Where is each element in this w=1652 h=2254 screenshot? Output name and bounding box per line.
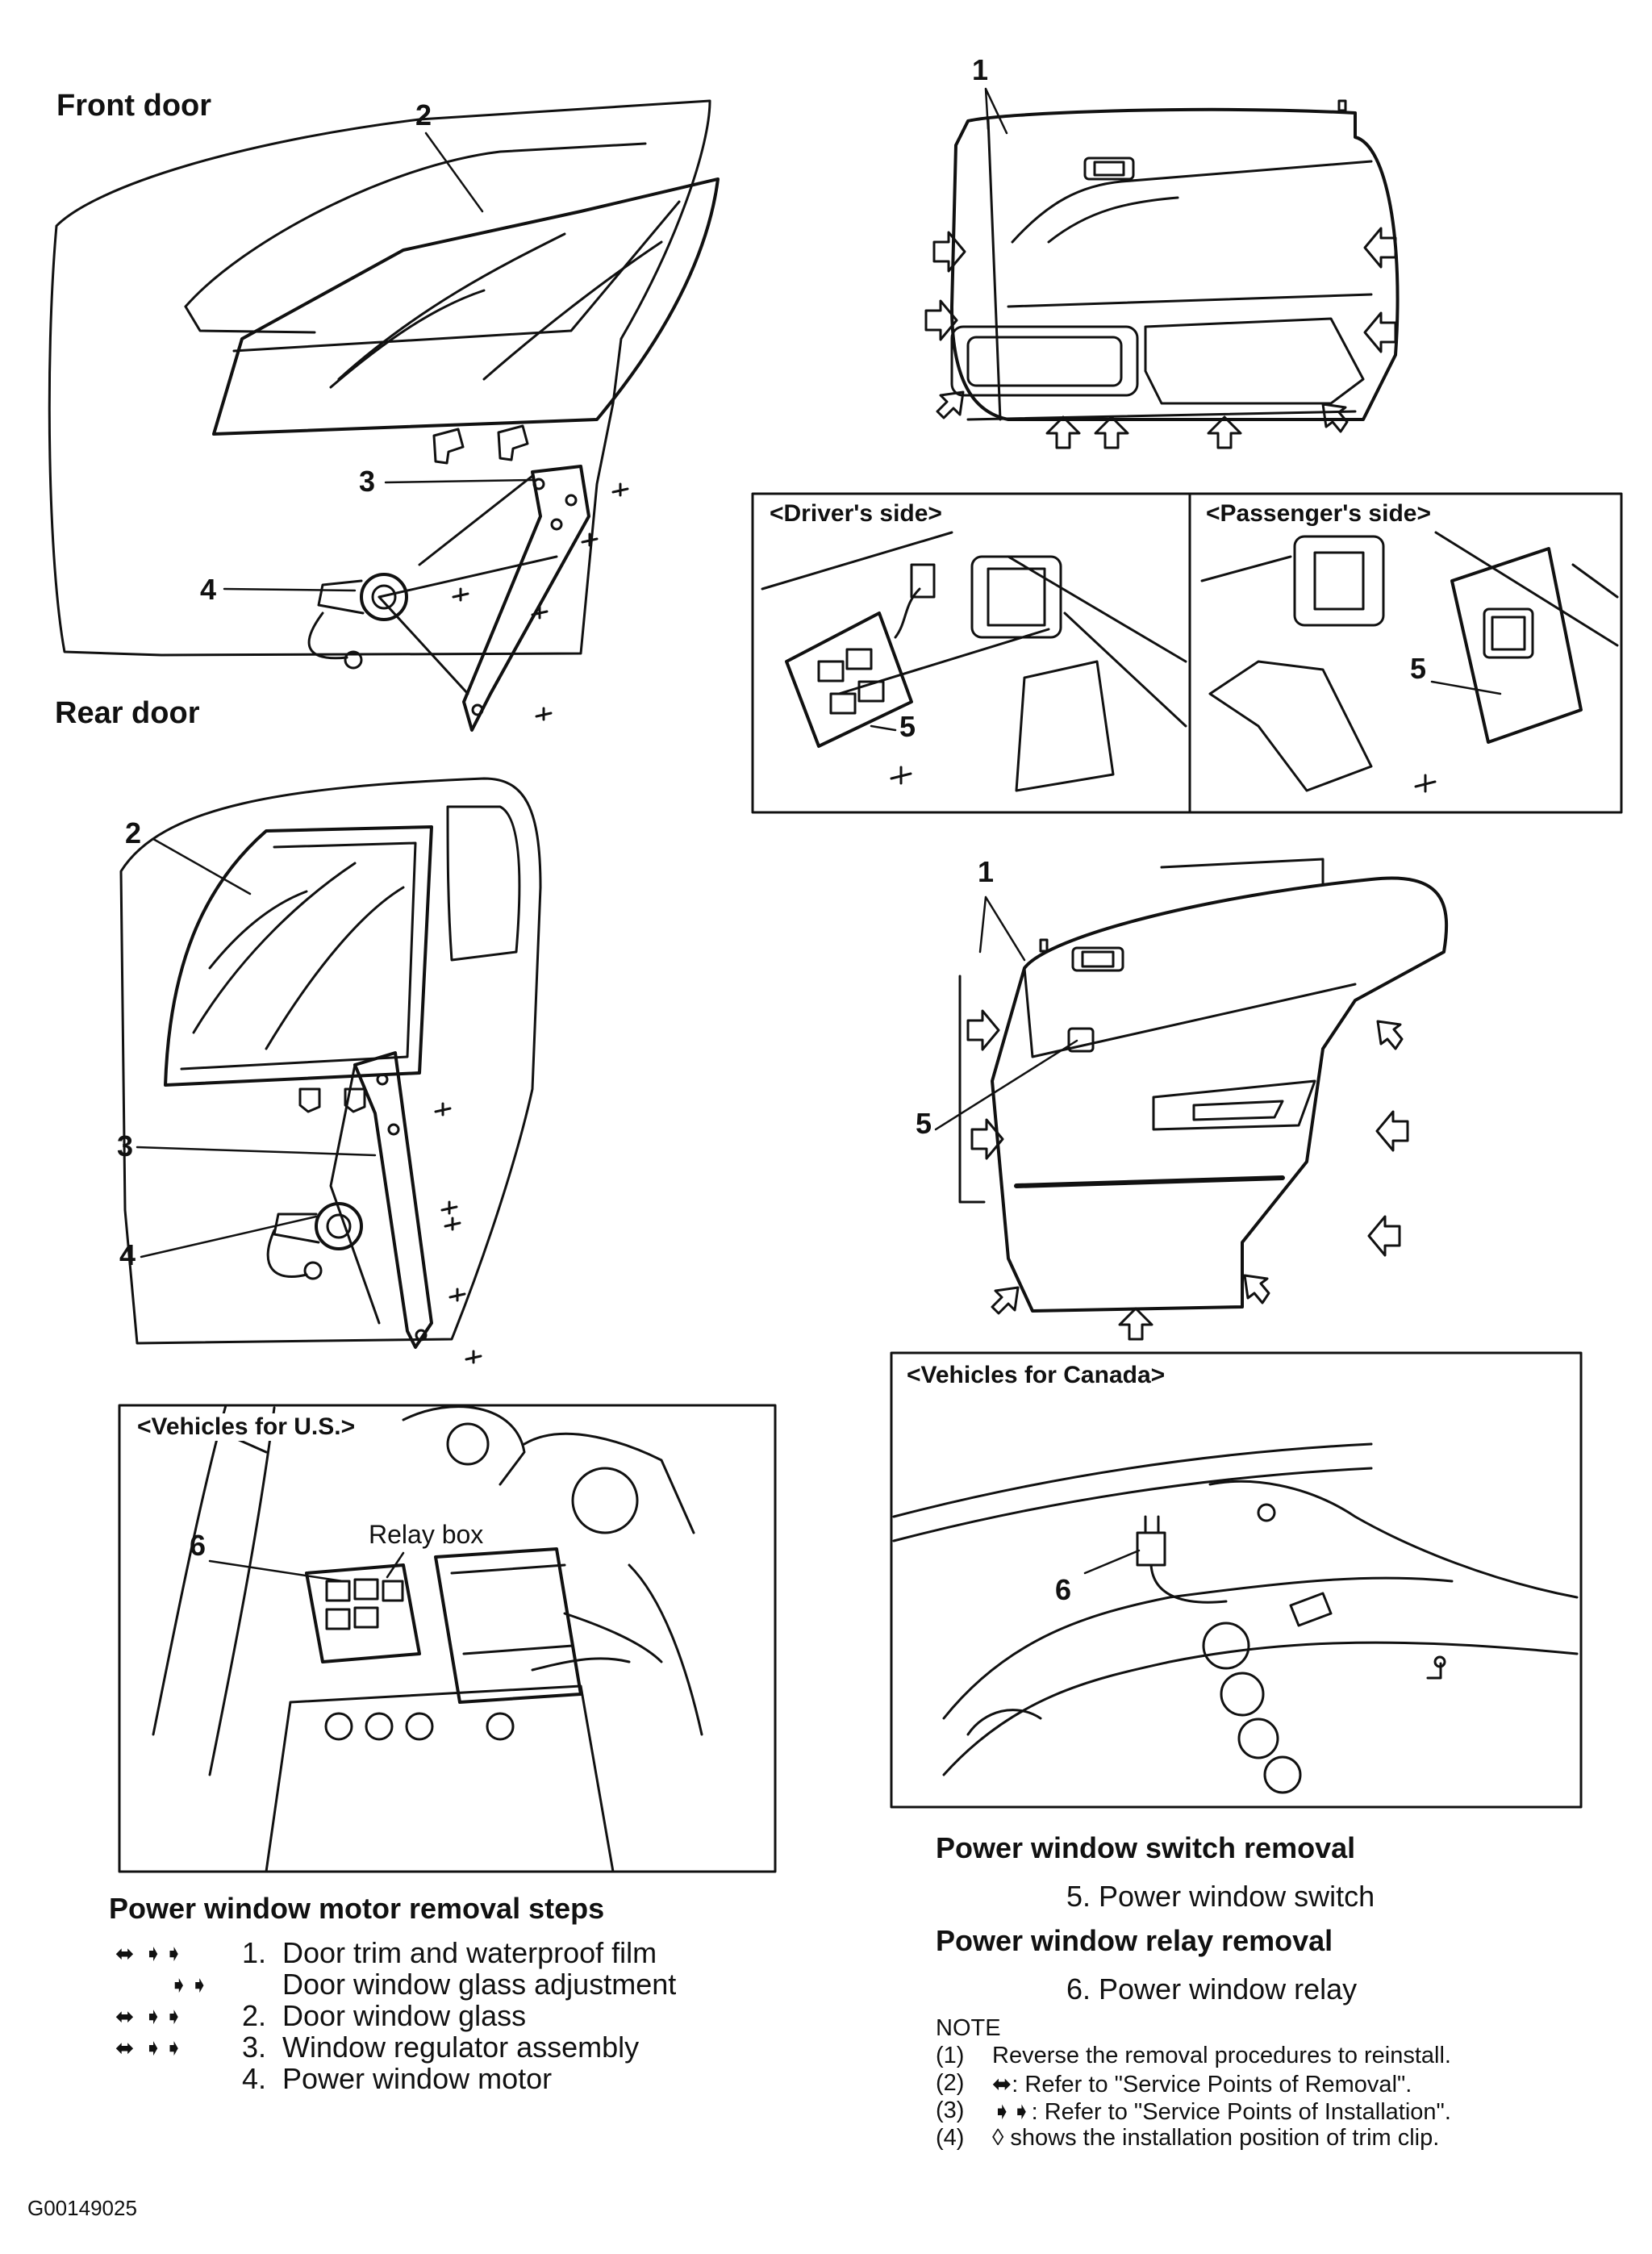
step-3-marks: ⬌ ➧➧ [115,2035,186,2060]
note-1-text: Reverse the removal procedures to reinst… [992,2043,1451,2068]
figure-code: G00149025 [27,2196,137,2220]
switch-removal-heading: Power window switch removal [936,1831,1356,1864]
rear-trim-drawing [934,858,1449,1341]
note-2-num: (2) [936,2070,965,2096]
relay-us-label: <Vehicles for U.S.> [136,1413,357,1441]
step-4-num: 4. [242,2062,267,2095]
front-trim-callout-1: 1 [972,53,989,86]
step-1-marks: ⬌ ➧➧ [115,1941,186,1966]
note-4-num: (4) [936,2125,965,2151]
step-1b-marks: ➧➧ [169,1972,211,1997]
front-door-callout-4: 4 [200,573,217,606]
rear-door-callout-4: 4 [119,1238,136,1271]
step-2-marks: ⬌ ➧➧ [115,2004,186,2029]
rear-door-callout-2: 2 [125,816,142,849]
front-door-drawing [48,99,720,732]
rear-door-drawing [119,777,542,1364]
driver-switch-callout-5: 5 [899,710,916,743]
relay-canada-label: <Vehicles for Canada> [905,1362,1167,1389]
switch-panels-drawing [751,492,1623,814]
step-1b-text: Door window glass adjustment [282,1968,677,2001]
step-3-num: 3. [242,2031,267,2064]
note-1-num: (1) [936,2043,965,2068]
relay-box-label: Relay box [369,1520,484,1550]
relay-removal-heading: Power window relay removal [936,1924,1333,1957]
rear-trim-callout-1: 1 [978,855,995,888]
rear-door-title: Rear door [55,696,200,730]
relay-removal-item: 6. Power window relay [1066,1972,1358,2006]
switch-removal-item: 5. Power window switch [1066,1880,1375,1913]
relay-us-callout-6: 6 [190,1529,206,1562]
note-4-text: ◊ shows the installation position of tri… [992,2125,1440,2151]
relay-us-drawing [118,1404,777,1873]
step-2-text: Door window glass [282,1999,527,2032]
front-door-callout-3: 3 [359,465,376,498]
front-door-title: Front door [56,89,212,123]
front-door-callout-2: 2 [415,98,432,131]
relay-canada-drawing [890,1351,1583,1809]
note-2-text: ⬌: Refer to "Service Points of Removal". [992,2072,1412,2097]
note-3-num: (3) [936,2097,965,2123]
note-title: NOTE [936,2015,1001,2041]
step-3-text: Window regulator assembly [282,2031,640,2064]
step-1-text: Door trim and waterproof film [282,1936,657,1969]
note-3-text: ➧➧: Refer to "Service Points of Installa… [992,2099,1451,2125]
step-4-text: Power window motor [282,2062,553,2095]
driver-side-label: <Driver's side> [768,500,944,528]
rear-door-callout-3: 3 [117,1129,134,1162]
relay-canada-callout-6: 6 [1055,1573,1072,1606]
rear-trim-callout-5: 5 [916,1107,932,1140]
step-1-num: 1. [242,1936,267,1969]
front-trim-drawing [924,87,1400,449]
step-2-num: 2. [242,1999,267,2032]
passenger-switch-callout-5: 5 [1410,652,1427,685]
motor-removal-heading: Power window motor removal steps [109,1892,605,1925]
passenger-side-label: <Passenger's side> [1204,500,1433,528]
